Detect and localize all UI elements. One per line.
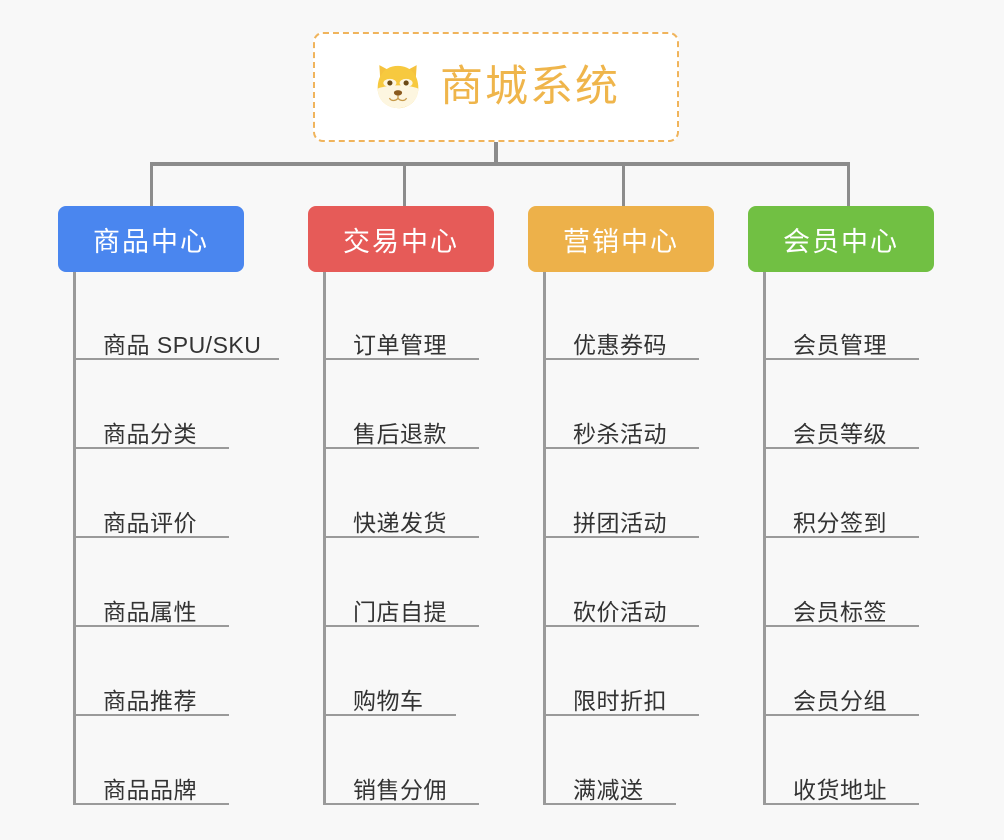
leaf-item[interactable]: 快递发货	[323, 488, 479, 538]
leaf-item[interactable]: 限时折扣	[543, 666, 699, 716]
leaf-item[interactable]: 满减送	[543, 755, 676, 805]
leaf-item[interactable]: 商品品牌	[73, 755, 229, 805]
category-label-member-center: 会员中心	[783, 226, 899, 257]
leaf-label: 会员分组	[793, 687, 887, 714]
leaf-label: 会员管理	[793, 331, 887, 358]
leaf-label: 秒杀活动	[573, 420, 667, 447]
leaf-label: 商品推荐	[103, 687, 197, 714]
leaf-label: 会员标签	[793, 598, 887, 625]
category-box-marketing-center[interactable]: 营销中心	[528, 206, 714, 272]
leaf-item[interactable]: 门店自提	[323, 577, 479, 627]
leaf-label: 砍价活动	[573, 598, 667, 625]
leaf-label: 收货地址	[793, 776, 887, 803]
connector-drop-4	[847, 162, 850, 206]
leaf-label: 门店自提	[353, 598, 447, 625]
category-label-product-center: 商品中心	[93, 226, 209, 257]
leaf-label: 售后退款	[353, 420, 447, 447]
leaf-item[interactable]: 会员标签	[763, 577, 919, 627]
connector-drop-2	[403, 162, 406, 206]
leaf-label: 商品分类	[103, 420, 197, 447]
leaf-label: 会员等级	[793, 420, 887, 447]
category-box-trade-center[interactable]: 交易中心	[308, 206, 494, 272]
leaf-label: 商品品牌	[103, 776, 197, 803]
connector-drop-1	[150, 162, 153, 206]
branch-trunk-marketing-center	[543, 272, 546, 805]
leaf-label: 商品属性	[103, 598, 197, 625]
leaf-item[interactable]: 商品 SPU/SKU	[73, 310, 279, 360]
leaf-label: 优惠券码	[573, 331, 667, 358]
category-label-trade-center: 交易中心	[343, 226, 459, 257]
leaf-item[interactable]: 商品评价	[73, 488, 229, 538]
leaf-item[interactable]: 商品属性	[73, 577, 229, 627]
category-label-marketing-center: 营销中心	[563, 226, 679, 257]
leaf-label: 销售分佣	[353, 776, 447, 803]
leaf-item[interactable]: 商品分类	[73, 399, 229, 449]
leaf-item[interactable]: 积分签到	[763, 488, 919, 538]
category-box-member-center[interactable]: 会员中心	[748, 206, 934, 272]
leaf-label: 订单管理	[353, 331, 447, 358]
leaf-item[interactable]: 会员分组	[763, 666, 919, 716]
leaf-item[interactable]: 砍价活动	[543, 577, 699, 627]
connector-horizontal-bus	[150, 162, 850, 166]
leaf-item[interactable]: 拼团活动	[543, 488, 699, 538]
root-node[interactable]: 商城系统	[313, 32, 679, 142]
leaf-label: 积分签到	[793, 509, 887, 536]
leaf-label: 拼团活动	[573, 509, 667, 536]
branch-trunk-member-center	[763, 272, 766, 805]
leaf-item[interactable]: 秒杀活动	[543, 399, 699, 449]
leaf-item[interactable]: 会员等级	[763, 399, 919, 449]
leaf-label: 满减送	[573, 776, 644, 803]
leaf-item[interactable]: 销售分佣	[323, 755, 479, 805]
branch-trunk-trade-center	[323, 272, 326, 805]
leaf-label: 限时折扣	[573, 687, 667, 714]
dog-face-icon	[377, 65, 419, 109]
leaf-item[interactable]: 会员管理	[763, 310, 919, 360]
leaf-label: 购物车	[353, 687, 424, 714]
leaf-item[interactable]: 订单管理	[323, 310, 479, 360]
leaf-item[interactable]: 商品推荐	[73, 666, 229, 716]
leaf-item[interactable]: 售后退款	[323, 399, 479, 449]
leaf-item[interactable]: 优惠券码	[543, 310, 699, 360]
leaf-label: 商品评价	[103, 509, 197, 536]
connector-root-stem	[494, 142, 498, 164]
leaf-item[interactable]: 收货地址	[763, 755, 919, 805]
connector-drop-3	[622, 162, 625, 206]
root-title: 商城系统	[440, 62, 620, 111]
leaf-label: 商品 SPU/SKU	[103, 331, 262, 358]
leaf-item[interactable]: 购物车	[323, 666, 456, 716]
leaf-label: 快递发货	[353, 509, 447, 536]
branch-trunk-product-center	[73, 272, 76, 805]
category-box-product-center[interactable]: 商品中心	[58, 206, 244, 272]
